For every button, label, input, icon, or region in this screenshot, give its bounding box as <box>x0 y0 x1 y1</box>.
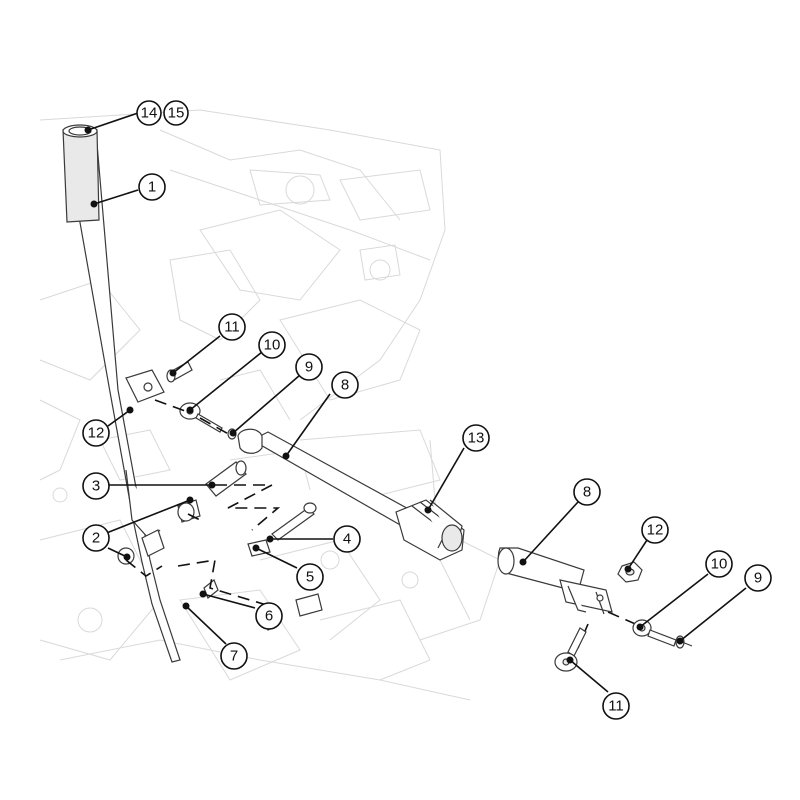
callout-11-upper: 11 <box>218 313 246 341</box>
callout-10-upper-label: 10 <box>264 337 281 354</box>
callout-5-label: 5 <box>306 569 314 586</box>
callout-12-detail-label: 12 <box>647 522 664 539</box>
callout-1-label: 1 <box>148 179 156 196</box>
callout-10-upper: 10 <box>258 331 286 359</box>
ball-joint-upper <box>179 402 223 433</box>
callout-9-detail: 9 <box>744 564 772 592</box>
shift-knob <box>395 499 465 561</box>
rod-end-detail <box>497 547 613 615</box>
callout-9-upper-label: 9 <box>305 359 313 376</box>
callout-14: 14 <box>136 100 162 126</box>
callout-11-detail: 11 <box>602 692 630 720</box>
callout-2-label: 2 <box>92 530 100 547</box>
callout-10-detail-label: 10 <box>711 556 728 573</box>
callout-4: 4 <box>333 525 361 553</box>
callout-12-upper-label: 12 <box>88 425 105 442</box>
callout-2: 2 <box>82 524 110 552</box>
callout-4-label: 4 <box>343 531 351 548</box>
pivot-pin <box>271 502 317 541</box>
callout-7-label: 7 <box>230 648 238 665</box>
assembly-lines <box>125 399 641 649</box>
callout-13: 13 <box>462 424 490 452</box>
callout-8-detail: 8 <box>573 478 601 506</box>
callout-7: 7 <box>220 642 248 670</box>
callout-5: 5 <box>296 563 324 591</box>
callout-9-detail-label: 9 <box>754 570 762 587</box>
bolt-detail <box>554 627 587 672</box>
callout-8-upper-label: 8 <box>341 377 349 394</box>
callout-13-label: 13 <box>468 430 485 447</box>
callout-9-upper: 9 <box>295 353 323 381</box>
callout-12-detail: 12 <box>641 516 669 544</box>
callout-15: 15 <box>163 100 189 126</box>
callout-12-upper: 12 <box>82 419 110 447</box>
leader-lines <box>84 112 747 693</box>
callout-10-detail: 10 <box>705 550 733 578</box>
callout-6: 6 <box>255 602 283 630</box>
callout-3: 3 <box>82 472 110 500</box>
callout-6-label: 6 <box>265 608 273 625</box>
shift-rod <box>237 428 415 527</box>
callout-15-label: 15 <box>168 105 185 122</box>
callout-8-upper: 8 <box>331 371 359 399</box>
callout-3-label: 3 <box>92 478 100 495</box>
lever-tube <box>62 124 181 663</box>
callout-11-upper-label: 11 <box>224 319 240 336</box>
callout-14-label: 14 <box>141 105 158 122</box>
callout-8-detail-label: 8 <box>583 484 591 501</box>
callout-1: 1 <box>138 173 166 201</box>
pivot-sleeve <box>205 460 247 497</box>
callout-11-detail-label: 11 <box>608 698 624 715</box>
